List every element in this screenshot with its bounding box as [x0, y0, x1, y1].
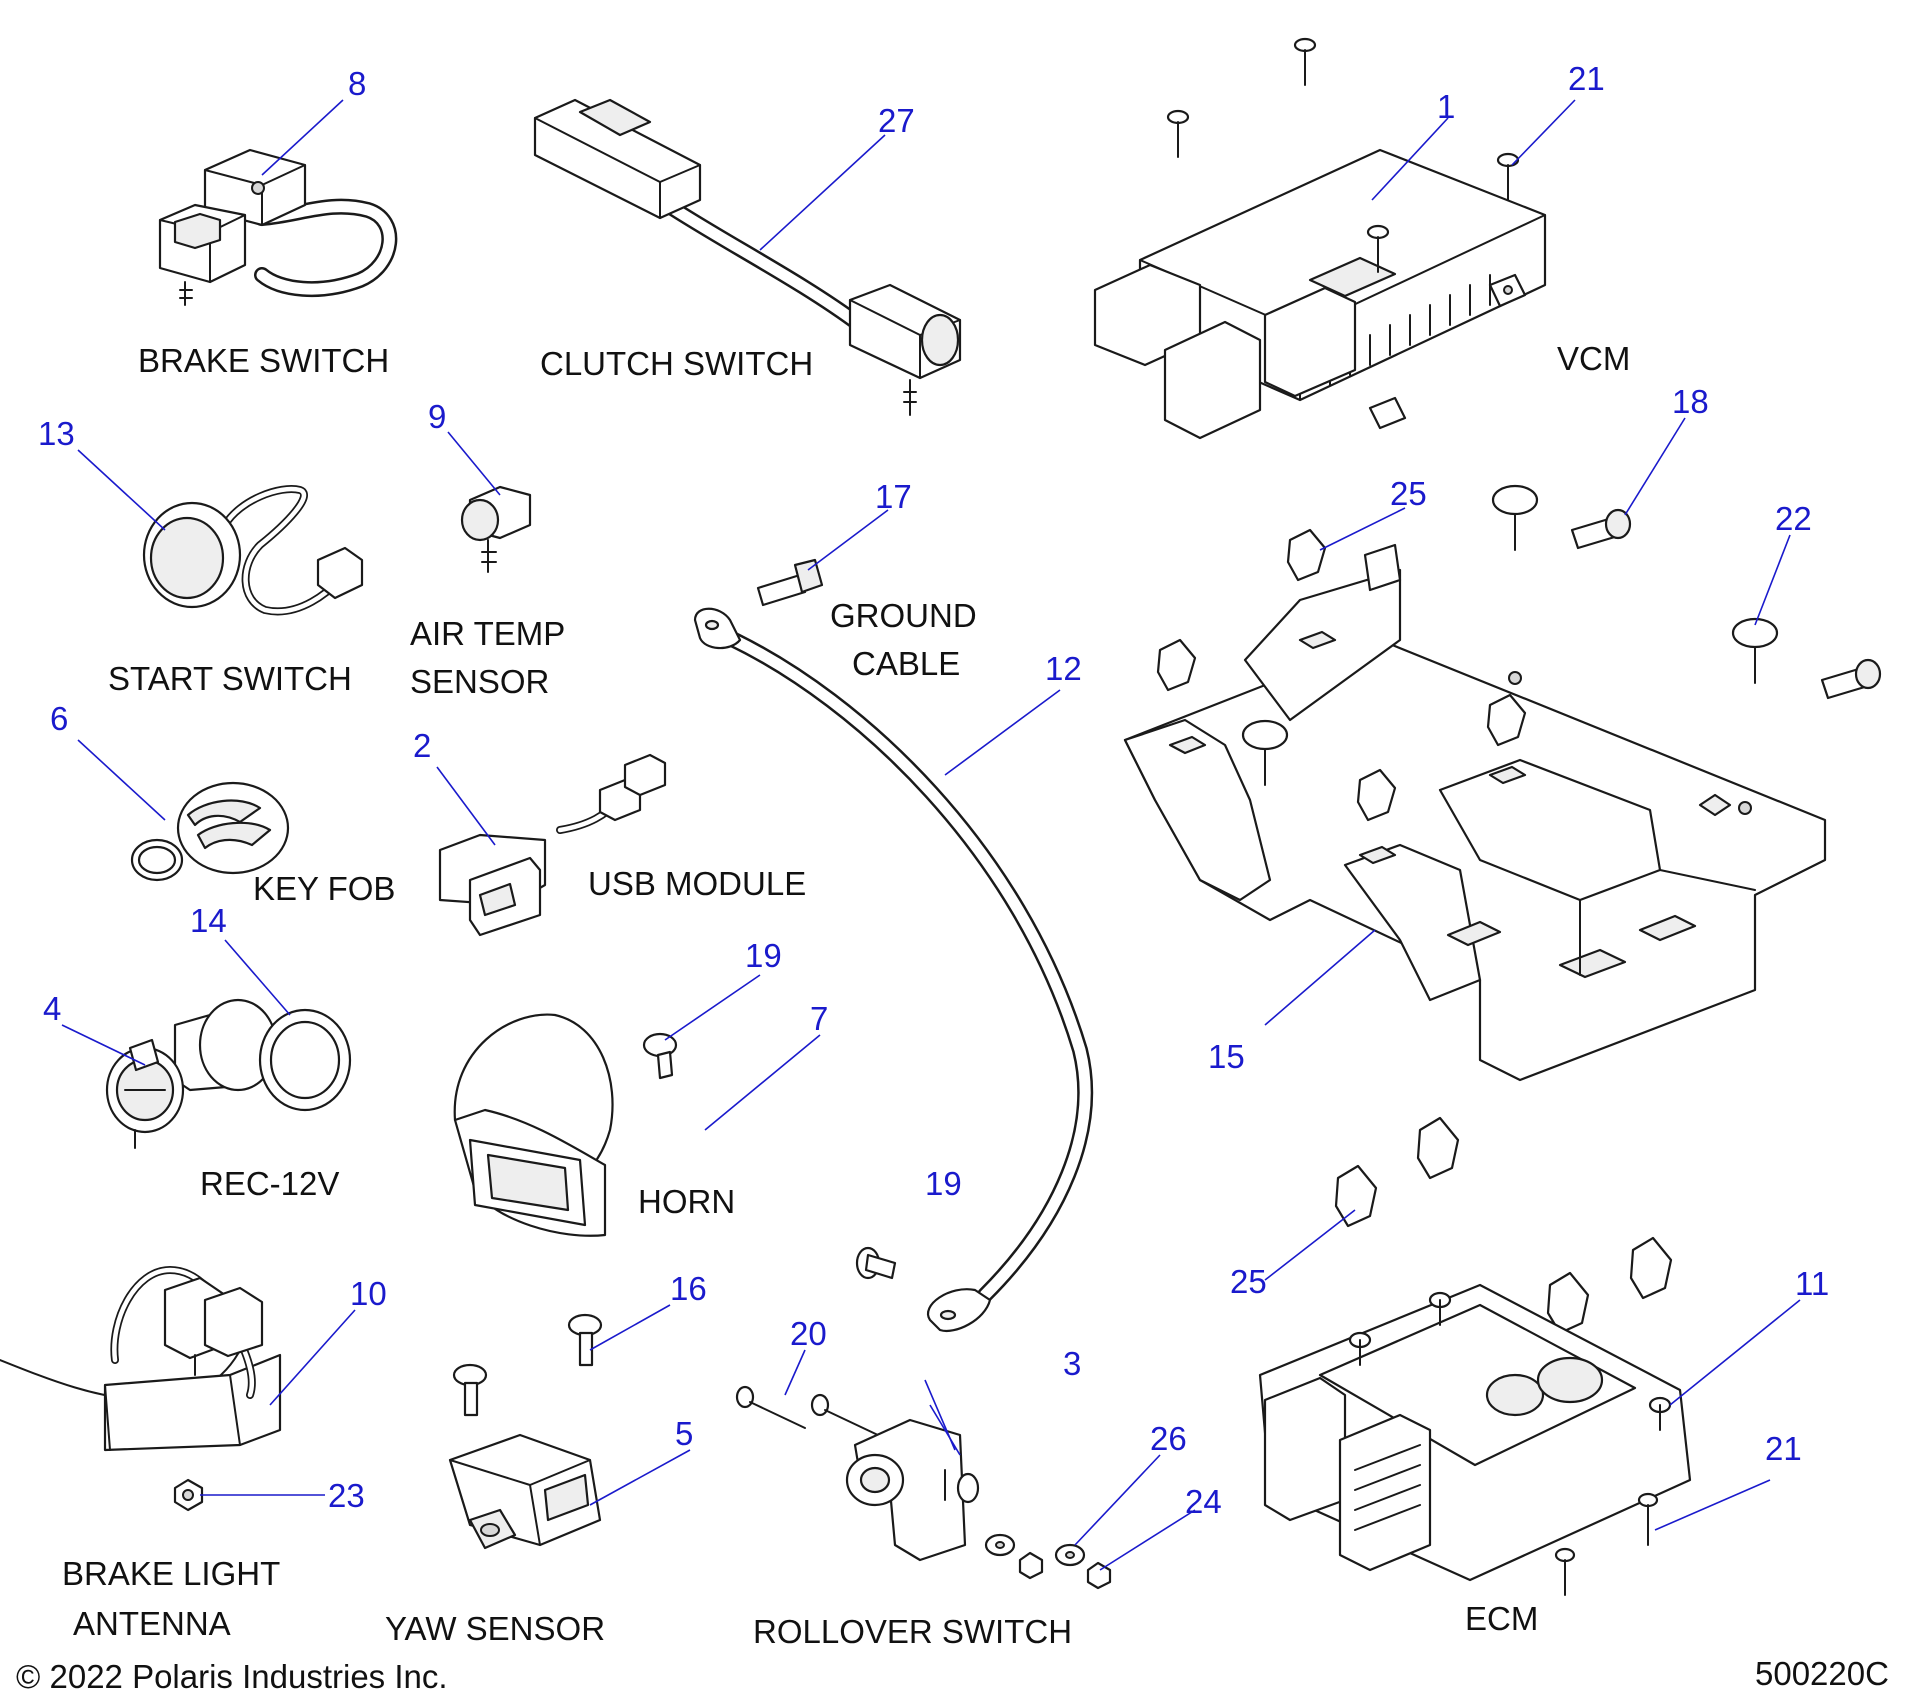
callout-20: 20: [790, 1315, 827, 1352]
label-clutch-switch: CLUTCH SWITCH: [540, 345, 813, 382]
copyright-notice: © 2022 Polaris Industries Inc.: [16, 1658, 448, 1695]
callout-16: 16: [670, 1270, 707, 1307]
part-labels: BRAKE SWITCH CLUTCH SWITCH VCM START SWI…: [62, 340, 1630, 1650]
ground-cable-part: [693, 607, 1094, 1333]
callout-27: 27: [878, 102, 915, 139]
callout-26: 26: [1150, 1420, 1187, 1457]
ecm-screws-21: [1554, 1492, 1659, 1596]
key-fob-part: [130, 781, 290, 882]
rec-12v-part: [105, 998, 278, 1149]
clutch-switch-part: [533, 98, 962, 416]
callout-22: 22: [1775, 500, 1812, 537]
callout-19a: 19: [745, 937, 782, 974]
callout-18: 18: [1672, 383, 1709, 420]
drawing-number: 500220C: [1755, 1655, 1889, 1692]
callout-23: 23: [328, 1477, 365, 1514]
label-air-temp-1: AIR TEMP: [410, 615, 565, 652]
nut-23-part: [173, 1478, 204, 1512]
label-brake-light-antenna-1: BRAKE LIGHT: [62, 1555, 280, 1592]
usb-module-part: [438, 753, 667, 937]
callout-24: 24: [1185, 1483, 1222, 1520]
yaw-sensor-part: [448, 1433, 602, 1550]
callout-1: 1: [1437, 88, 1455, 125]
label-rec-12v: REC-12V: [200, 1165, 339, 1202]
label-start-switch: START SWITCH: [108, 660, 352, 697]
callout-3: 3: [1063, 1345, 1081, 1382]
bolts-16: [452, 1313, 603, 1417]
callout-17: 17: [875, 478, 912, 515]
label-horn: HORN: [638, 1183, 735, 1220]
label-ecm: ECM: [1465, 1600, 1538, 1637]
label-key-fob: KEY FOB: [253, 870, 395, 907]
callout-25a: 25: [1390, 475, 1427, 512]
label-vcm: VCM: [1557, 340, 1630, 377]
leader-lines: [61, 99, 1801, 1571]
start-switch-part: [142, 485, 364, 616]
ecm-part: [1258, 1283, 1692, 1582]
brake-switch-part: [158, 148, 398, 306]
rollover-switch-part: [845, 1418, 980, 1562]
callout-12: 12: [1045, 650, 1082, 687]
label-usb-module: USB MODULE: [588, 865, 806, 902]
horn-part: [453, 1013, 614, 1237]
washer-14-part: [258, 1008, 352, 1112]
label-ground-cable-2: CABLE: [852, 645, 960, 682]
callout-14: 14: [190, 902, 227, 939]
label-air-temp-2: SENSOR: [410, 663, 549, 700]
callout-2: 2: [413, 727, 431, 764]
callout-21b: 21: [1765, 1430, 1802, 1467]
callout-11: 11: [1795, 1265, 1829, 1302]
vcm-part: [1093, 148, 1547, 440]
callout-10: 10: [350, 1275, 387, 1312]
screws-19: [642, 1032, 897, 1280]
callout-4: 4: [43, 990, 61, 1027]
label-rollover-switch: ROLLOVER SWITCH: [753, 1613, 1072, 1650]
callout-25b: 25: [1230, 1263, 1267, 1300]
callout-numbers: 8 27 1 21 13 9 17 18 25 22 12 6 2 14 19 …: [38, 60, 1829, 1520]
label-ground-cable-1: GROUND: [830, 597, 977, 634]
vcm-screws: [1166, 37, 1520, 273]
mounting-bracket-part: [1123, 543, 1827, 1082]
callout-8: 8: [348, 65, 366, 102]
washers-nuts-26-24: [984, 1533, 1112, 1590]
callout-6: 6: [50, 700, 68, 737]
brake-light-antenna-part: [0, 1265, 282, 1452]
callout-13: 13: [38, 415, 75, 452]
callout-21a: 21: [1568, 60, 1605, 97]
ecm-clips-25: [1334, 1116, 1673, 1335]
air-temp-sensor-part: [460, 485, 532, 573]
bracket-fasteners: [1156, 484, 1882, 822]
callout-5: 5: [675, 1415, 693, 1452]
callout-15: 15: [1208, 1038, 1245, 1075]
label-brake-switch: BRAKE SWITCH: [138, 342, 389, 379]
ground-cable-bolt-part: [756, 558, 824, 607]
label-yaw-sensor: YAW SENSOR: [385, 1610, 605, 1647]
callout-7: 7: [810, 1000, 828, 1037]
callout-9: 9: [428, 398, 446, 435]
label-brake-light-antenna-2: ANTENNA: [73, 1605, 231, 1642]
callout-19b: 19: [925, 1165, 962, 1202]
bolts-20: [735, 1385, 881, 1437]
